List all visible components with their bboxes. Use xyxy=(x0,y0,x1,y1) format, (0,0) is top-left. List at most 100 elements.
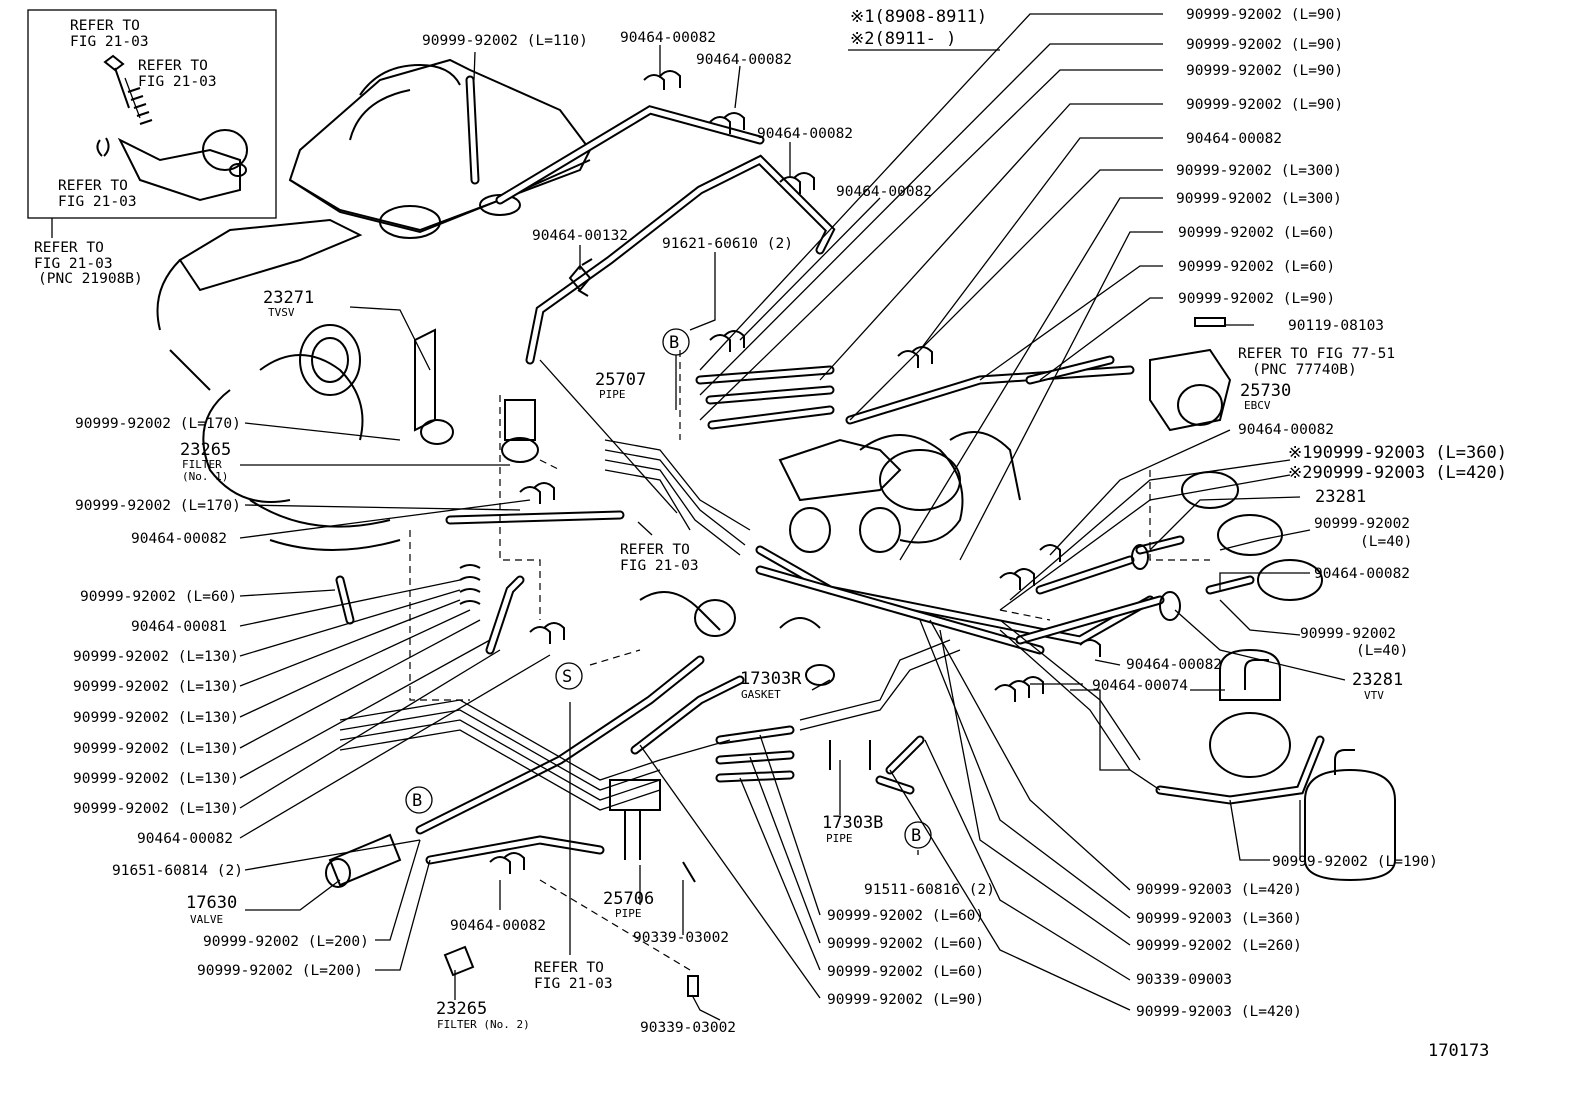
label-l6: 90999-92002 (L=60) xyxy=(80,589,237,605)
inset-refer-1a: REFER TO xyxy=(70,18,140,34)
label-l15: 91651-60814 (2) xyxy=(112,863,243,879)
figure-number: 170173 xyxy=(1428,1041,1489,1061)
label-c4b: PIPE xyxy=(826,832,853,845)
label-l4: 90999-92002 (L=170) xyxy=(75,498,241,514)
label-r7: 90999-92002 (L=300) xyxy=(1176,191,1342,207)
label-c4a: 17303B xyxy=(822,813,883,833)
label-r23: 90999-92002 xyxy=(1300,626,1396,642)
label-l18: 90999-92002 (L=200) xyxy=(197,963,363,979)
inset-refer-3b: FIG 21-03 xyxy=(58,194,137,210)
label-r11: 90119-08103 xyxy=(1288,318,1384,334)
label-r8: 90999-92002 (L=60) xyxy=(1178,225,1335,241)
label-l10: 90999-92002 (L=130) xyxy=(73,710,239,726)
label-c1a: 25707 xyxy=(595,370,646,390)
label-r26: 90464-00074 xyxy=(1092,678,1188,694)
label-c10: 90339-03002 xyxy=(640,1020,736,1036)
label-l11: 90999-92002 (L=130) xyxy=(73,741,239,757)
tubes xyxy=(335,75,1325,865)
label-r18: ※290999-92003 (L=420) xyxy=(1288,463,1507,483)
label-c6b: PIPE xyxy=(615,907,642,920)
marker-s: S xyxy=(562,667,572,687)
label-c1b: PIPE xyxy=(599,388,626,401)
label-b5: 90999-92003 (L=420) xyxy=(1136,882,1302,898)
inset-refer-1b: FIG 21-03 xyxy=(70,34,149,50)
label-t7: 91621-60610 (2) xyxy=(662,236,793,252)
label-c2b: FIG 21-03 xyxy=(620,558,699,574)
inset-refer-2b: FIG 21-03 xyxy=(138,74,217,90)
markers: B B B S xyxy=(405,328,932,849)
label-t3: 90464-00082 xyxy=(696,52,792,68)
label-b3: 90999-92002 (L=60) xyxy=(827,964,984,980)
label-r27: 23281 xyxy=(1352,670,1403,690)
engine-illustration xyxy=(156,58,1396,882)
label-b8: 90339-09003 xyxy=(1136,972,1232,988)
label-l13: 90999-92002 (L=130) xyxy=(73,801,239,817)
refer-pnc-b: FIG 21-03 xyxy=(34,256,113,272)
leader-lines xyxy=(239,13,1346,1021)
label-r16: 90464-00082 xyxy=(1238,422,1334,438)
label-l17: 90999-92002 (L=200) xyxy=(203,934,369,950)
marker-b-1: B xyxy=(669,333,679,353)
refer-pnc-c: (PNC 21908B) xyxy=(38,271,143,287)
label-r6: 90999-92002 (L=300) xyxy=(1176,163,1342,179)
inset-refer-3a: REFER TO xyxy=(58,178,128,194)
label-l3c: (No. 1) xyxy=(182,470,228,483)
label-t1: 90999-92002 (L=110) xyxy=(422,33,588,49)
label-r2: 90999-92002 (L=90) xyxy=(1186,37,1343,53)
label-l1b: TVSV xyxy=(268,306,295,319)
marker-b-3: B xyxy=(911,826,921,846)
label-r13: (PNC 77740B) xyxy=(1252,362,1357,378)
label-r29: 90999-92002 (L=190) xyxy=(1272,854,1438,870)
label-r1: 90999-92002 (L=90) xyxy=(1186,7,1343,23)
label-l16b: VALVE xyxy=(190,913,223,926)
label-b6: 90999-92003 (L=360) xyxy=(1136,911,1302,927)
clips xyxy=(325,70,1269,997)
label-l9: 90999-92002 (L=130) xyxy=(73,679,239,695)
label-c8: 90339-03002 xyxy=(633,930,729,946)
label-t5: 90464-00082 xyxy=(836,184,932,200)
label-l16a: 17630 xyxy=(186,893,237,913)
label-l7: 90464-00081 xyxy=(131,619,227,635)
label-r10: 90999-92002 (L=90) xyxy=(1178,291,1335,307)
label-r25: 90464-00082 xyxy=(1126,657,1222,673)
refer-pnc-a: REFER TO xyxy=(34,240,104,256)
label-r20: 90999-92002 xyxy=(1314,516,1410,532)
label-r21: (L=40) xyxy=(1360,534,1412,550)
label-r22: 90464-00082 xyxy=(1314,566,1410,582)
label-l8: 90999-92002 (L=130) xyxy=(73,649,239,665)
label-r9: 90999-92002 (L=60) xyxy=(1178,259,1335,275)
label-l3a: 23265 xyxy=(180,440,231,460)
label-c3a: 17303R xyxy=(740,669,802,689)
label-b7: 90999-92002 (L=260) xyxy=(1136,938,1302,954)
label-r28: VTV xyxy=(1364,689,1384,702)
label-r15: EBCV xyxy=(1244,399,1271,412)
label-c2a: REFER TO xyxy=(620,542,690,558)
label-b4: 90999-92002 (L=90) xyxy=(827,992,984,1008)
label-r12: REFER TO FIG 77-51 xyxy=(1238,346,1395,362)
label-t6: 90464-00132 xyxy=(532,228,628,244)
label-r3: 90999-92002 (L=90) xyxy=(1186,63,1343,79)
label-l1a: 23271 xyxy=(263,288,314,308)
label-l19a: 23265 xyxy=(436,999,487,1019)
label-r19: 23281 xyxy=(1315,487,1366,507)
label-t2: 90464-00082 xyxy=(620,30,716,46)
label-l19b: FILTER (No. 2) xyxy=(437,1018,530,1031)
inset-box: REFER TO FIG 21-03 REFER TO FIG 21-03 RE… xyxy=(27,9,277,219)
label-l3b: FILTER xyxy=(182,458,222,471)
label-c7: 90464-00082 xyxy=(450,918,546,934)
label-r17: ※190999-92003 (L=360) xyxy=(1288,443,1507,463)
label-r4: 90999-92002 (L=90) xyxy=(1186,97,1343,113)
label-c9b: FIG 21-03 xyxy=(534,976,613,992)
label-c9a: REFER TO xyxy=(534,960,604,976)
label-l14: 90464-00082 xyxy=(137,831,233,847)
label-c3b: GASKET xyxy=(741,688,781,701)
label-r24: (L=40) xyxy=(1356,643,1408,659)
label-b1: 90999-92002 (L=60) xyxy=(827,908,984,924)
marker-b-2: B xyxy=(412,791,422,811)
label-c5: 91511-60816 (2) xyxy=(864,882,995,898)
label-t4: 90464-00082 xyxy=(757,126,853,142)
label-c6a: 25706 xyxy=(603,889,654,909)
label-b9: 90999-92003 (L=420) xyxy=(1136,1004,1302,1020)
note-1: ※1(8908-8911) xyxy=(850,7,987,27)
